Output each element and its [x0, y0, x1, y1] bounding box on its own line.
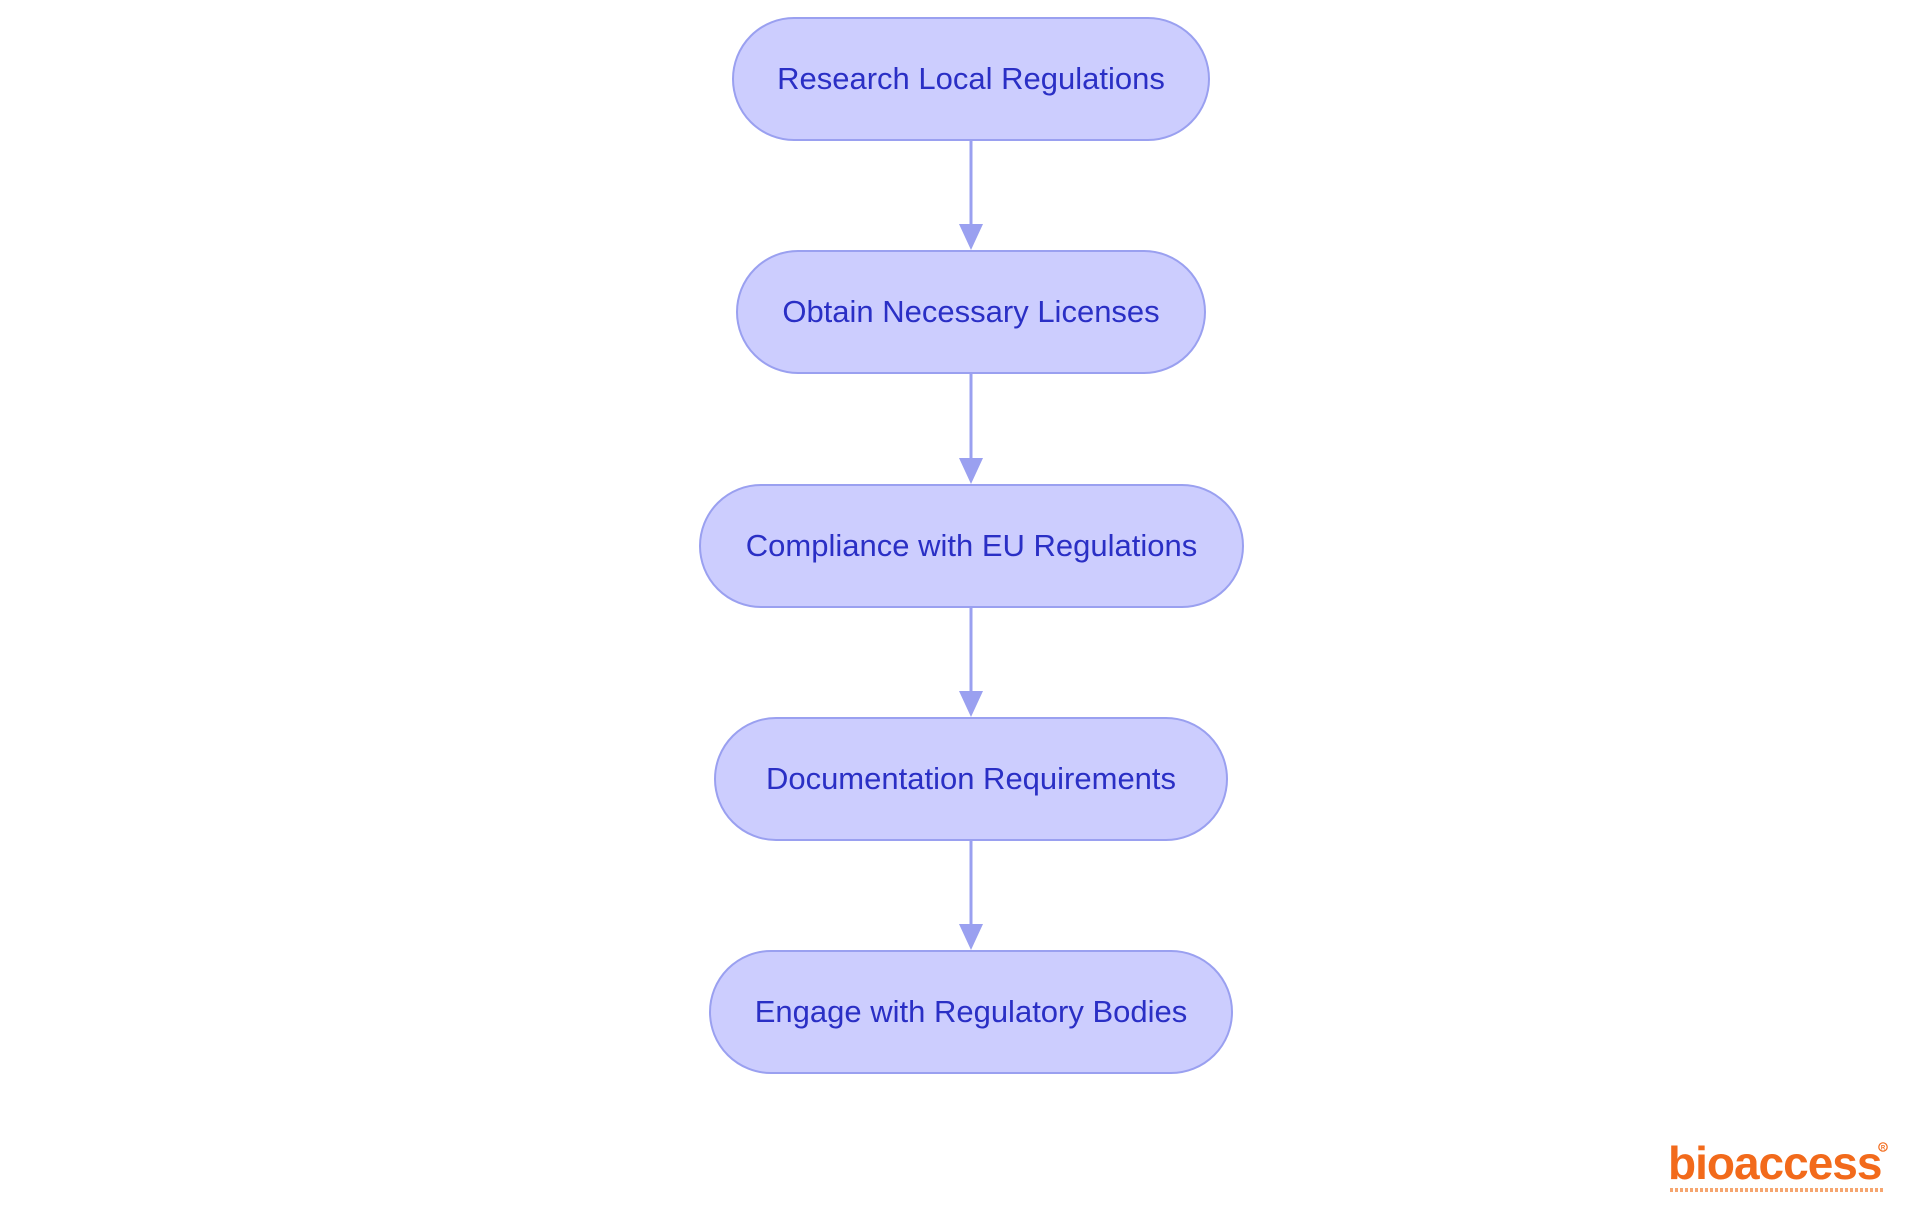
- edge-n2-n3: [959, 374, 983, 484]
- arrowhead-icon: [959, 691, 983, 717]
- flow-node-label: Research Local Regulations: [777, 61, 1165, 96]
- edge-n1-n2: [959, 141, 983, 250]
- svg-text:R: R: [1881, 1145, 1886, 1151]
- flow-node-compliance-eu-regulations: Compliance with EU Regulations: [699, 484, 1244, 608]
- registered-mark-icon: R: [1878, 1142, 1888, 1152]
- flow-node-engage-regulatory-bodies: Engage with Regulatory Bodies: [709, 950, 1233, 1074]
- edge-n3-n4: [959, 608, 983, 717]
- arrowhead-icon: [959, 458, 983, 484]
- logo-wordmark: bioaccess: [1668, 1137, 1882, 1189]
- flow-node-label: Obtain Necessary Licenses: [782, 294, 1160, 329]
- flow-node-label: Documentation Requirements: [765, 761, 1177, 796]
- bioaccess-logo: bioaccess R: [1668, 1140, 1888, 1195]
- flow-node-label: Compliance with EU Regulations: [745, 528, 1198, 563]
- edge-n4-n5: [959, 841, 983, 950]
- flow-node-research-local-regulations: Research Local Regulations: [732, 17, 1210, 141]
- arrowhead-icon: [959, 224, 983, 250]
- logo-tagline-graphic: [1670, 1188, 1884, 1192]
- arrowhead-icon: [959, 924, 983, 950]
- flow-node-label: Engage with Regulatory Bodies: [754, 994, 1188, 1029]
- flow-node-obtain-necessary-licenses: Obtain Necessary Licenses: [736, 250, 1206, 374]
- flow-node-documentation-requirements: Documentation Requirements: [714, 717, 1228, 841]
